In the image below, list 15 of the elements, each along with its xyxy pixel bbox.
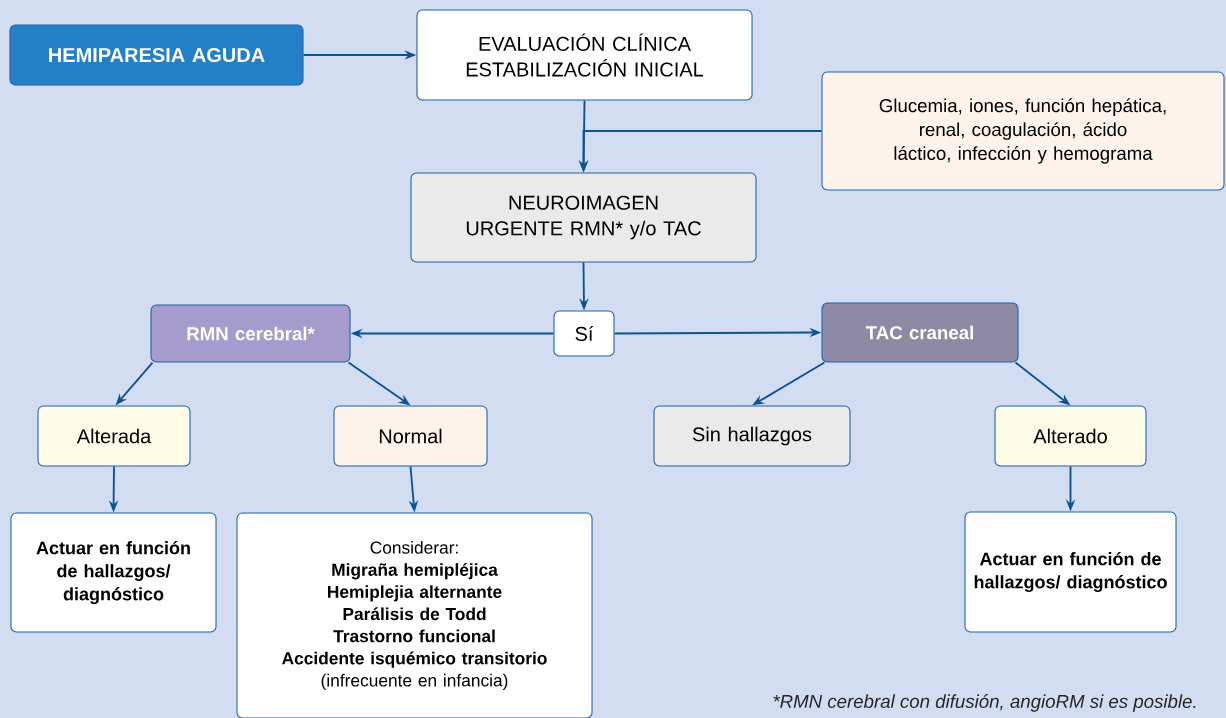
footnote: *RMN cerebral con difusión, angioRM si es posible.	[773, 694, 1196, 712]
result-box: Normal	[333, 405, 488, 467]
process-box: EVALUACIÓN CLÍNICA ESTABILIZACIÓN INICIAL	[416, 9, 753, 101]
note-box: Glucemia, iones, función hepática, renal, coagulación, ácido láctico, infección y hemograma	[821, 71, 1225, 191]
decision-box: Sí	[553, 310, 615, 357]
start-box: HEMIPARESIA AGUDA	[9, 24, 304, 86]
result-box: Alterada	[37, 405, 191, 467]
action-box: Actuar en función de hallazgos/ diagnóstico	[10, 512, 217, 633]
result-box: Sin hallazgos	[653, 405, 851, 467]
result-box: Alterado	[994, 405, 1147, 467]
branch-box: RMN cerebral*	[150, 304, 351, 363]
action-box: Considerar: Migraña hemipléjica Hemiplejia alternante Parálisis de Todd Trastorno funcional Accidente isquémico transitorio (infrecuente en infancia)	[236, 512, 593, 718]
branch-box: TAC craneal	[821, 302, 1019, 363]
process-box: NEUROIMAGEN URGENTE RMN* y/o TAC	[410, 172, 757, 263]
action-box: Actuar en función de hallazgos/ diagnóstico	[964, 511, 1177, 633]
